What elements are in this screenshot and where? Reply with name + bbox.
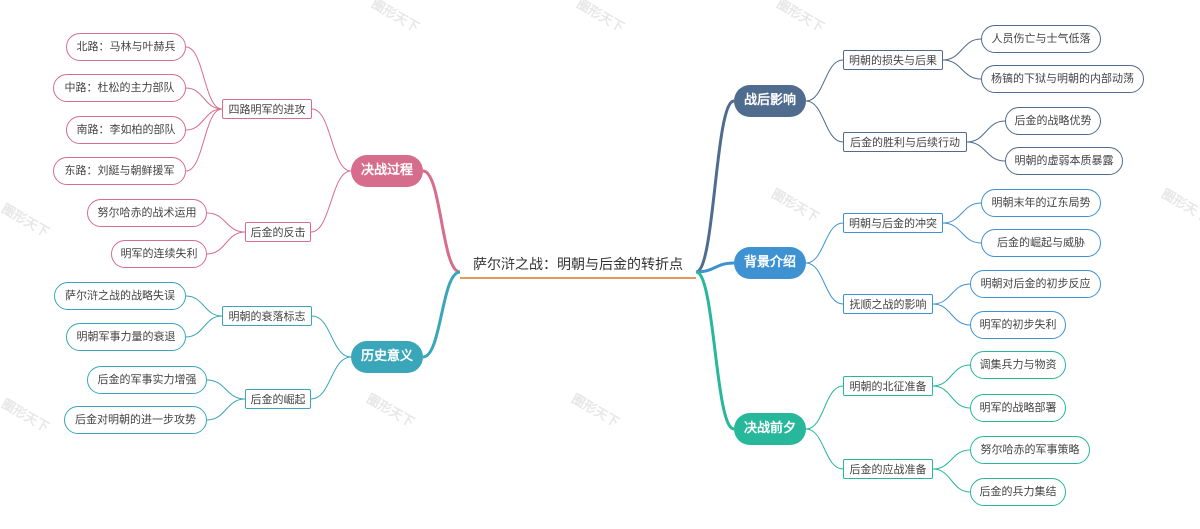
topic-juezhan[interactable]: 决战过程 <box>351 155 423 187</box>
connector-leaf <box>932 449 971 470</box>
connector-leaf <box>206 212 246 233</box>
leaf-yanggao-xiayu[interactable]: 杨镐的下狱与明朝的内部动荡 <box>981 65 1144 93</box>
connector-leaf <box>206 379 246 400</box>
connector-leaf <box>942 59 982 80</box>
connector-main <box>422 270 461 359</box>
connector-leaf <box>185 87 223 110</box>
connector-leaf <box>942 222 982 244</box>
connector-leaf <box>932 283 971 305</box>
leaf-bingli-jijie[interactable]: 后金的兵力集结 <box>970 478 1066 506</box>
connector-leaf <box>932 468 971 493</box>
connector-leaf <box>185 108 223 131</box>
leaf-beilu[interactable]: 北路：马林与叶赫兵 <box>66 33 186 61</box>
connector-leaf <box>185 46 223 110</box>
connector-sub <box>311 315 352 358</box>
connector-sub <box>310 356 352 400</box>
leaf-zhonglu[interactable]: 中路：杜松的主力部队 <box>53 74 186 102</box>
connector-sub <box>311 108 352 172</box>
subtopic-mingchao-sunshi[interactable]: 明朝的损失与后果 <box>843 50 943 70</box>
connector-main <box>695 99 735 274</box>
leaf-chubu-fanying[interactable]: 明朝对后金的初步反应 <box>970 270 1101 298</box>
leaf-chubu-shili[interactable]: 明军的初步失利 <box>970 311 1066 339</box>
leaf-junshi-shuaitui[interactable]: 明朝军事力量的衰退 <box>66 323 186 351</box>
connector-sub <box>805 222 844 264</box>
leaf-diaoji-bingli[interactable]: 调集兵力与物资 <box>970 351 1066 379</box>
subtopic-fushun[interactable]: 抚顺之战的影响 <box>843 294 933 314</box>
leaf-nanlu[interactable]: 南路：李如柏的部队 <box>66 116 186 144</box>
connector-sub <box>805 385 844 430</box>
leaf-jinyibu-gongshi[interactable]: 后金对明朝的进一步攻势 <box>64 406 207 434</box>
connector-main <box>695 270 735 431</box>
subtopic-chongtu[interactable]: 明朝与后金的冲突 <box>843 213 943 233</box>
connector-leaf <box>206 231 246 255</box>
connector-sub <box>805 262 844 305</box>
connector-leaf <box>185 315 223 338</box>
leaf-donglu[interactable]: 东路：刘綎与朝鲜援军 <box>53 157 186 185</box>
connector-sub <box>805 428 844 470</box>
connector-leaf <box>206 398 246 421</box>
topic-zhanhou[interactable]: 战后影响 <box>734 85 806 117</box>
connector-leaf <box>966 141 1006 162</box>
connector-leaf <box>185 108 223 172</box>
connector-sub <box>310 170 352 233</box>
central-topic[interactable]: 萨尔浒之战：明朝与后金的转折点 <box>460 255 696 279</box>
leaf-zhanlue-shiwu[interactable]: 萨尔浒之战的战略失误 <box>54 282 186 310</box>
subtopic-beizheng[interactable]: 明朝的北征准备 <box>843 376 933 396</box>
leaf-junshi-zengqiang[interactable]: 后金的军事实力增强 <box>87 366 207 394</box>
leaf-xuruo-benzhi[interactable]: 明朝的虚弱本质暴露 <box>1005 147 1123 175</box>
leaf-liaodong-jushi[interactable]: 明朝末年的辽东局势 <box>981 189 1101 217</box>
topic-qianxi[interactable]: 决战前夕 <box>734 413 806 445</box>
subtopic-houjin-jueqi[interactable]: 后金的崛起 <box>245 389 311 409</box>
connector-leaf <box>932 364 971 387</box>
leaf-renyuan-shangwang[interactable]: 人员伤亡与士气低落 <box>981 25 1101 53</box>
leaf-jueqi-weixie[interactable]: 后金的崛起与威胁 <box>981 229 1101 257</box>
leaf-nuerhachi-celue[interactable]: 努尔哈赤的军事策略 <box>970 436 1090 464</box>
subtopic-houjin-fanji[interactable]: 后金的反击 <box>245 222 311 242</box>
leaf-zhanlue-bushu[interactable]: 明军的战略部署 <box>970 394 1066 422</box>
connector-leaf <box>942 38 982 61</box>
connector-leaf <box>185 295 223 317</box>
connector-leaf <box>942 202 982 224</box>
leaf-nuerhachi-zhanshu[interactable]: 努尔哈赤的战术运用 <box>87 199 207 227</box>
subtopic-silu[interactable]: 四路明军的进攻 <box>222 99 312 119</box>
leaf-mingjun-shili[interactable]: 明军的连续失利 <box>111 240 207 268</box>
connector-main <box>422 169 461 274</box>
connector-main <box>695 261 735 274</box>
connector-leaf <box>932 385 971 409</box>
subtopic-yingzhan[interactable]: 后金的应战准备 <box>843 459 933 479</box>
connector-sub <box>805 59 844 102</box>
subtopic-mingchao-shuailuo[interactable]: 明朝的衰落标志 <box>222 306 312 326</box>
topic-lishi[interactable]: 历史意义 <box>351 341 423 373</box>
subtopic-houjin-shengli[interactable]: 后金的胜利与后续行动 <box>843 132 967 152</box>
connector-leaf <box>932 303 971 326</box>
leaf-zhanlue-youshi[interactable]: 后金的战略优势 <box>1005 107 1101 135</box>
connector-leaf <box>966 120 1006 143</box>
connector-sub <box>805 100 844 143</box>
topic-beijing[interactable]: 背景介绍 <box>734 247 806 279</box>
